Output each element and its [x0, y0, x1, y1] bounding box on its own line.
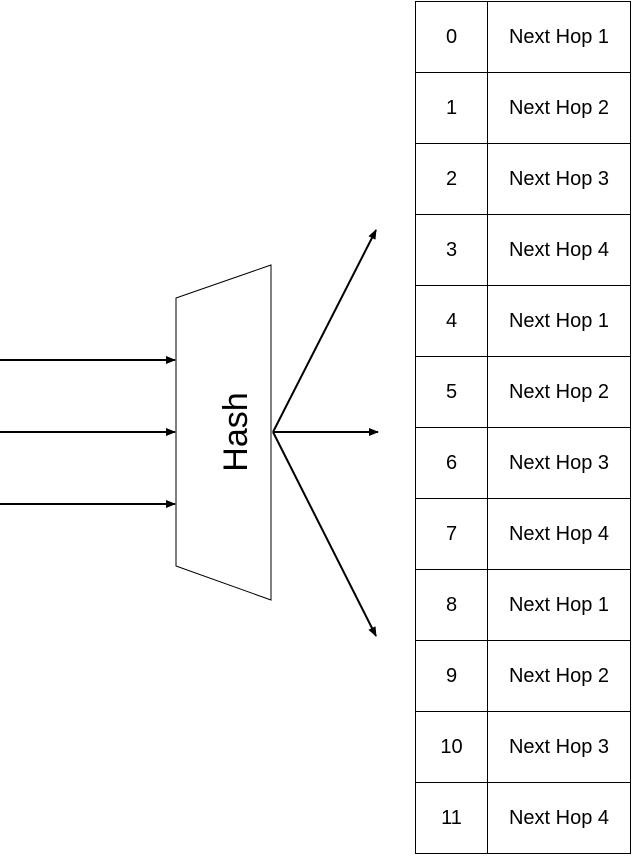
row-index: 2 — [415, 143, 488, 215]
row-index: 6 — [415, 427, 488, 499]
row-index: 10 — [415, 711, 488, 783]
row-index: 8 — [415, 569, 488, 641]
row-next-hop: Next Hop 2 — [487, 72, 631, 144]
output-arrow-down — [272, 431, 377, 637]
row-index: 9 — [415, 640, 488, 712]
row-next-hop: Next Hop 1 — [487, 1, 631, 73]
row-next-hop: Next Hop 1 — [487, 569, 631, 641]
row-index: 5 — [415, 356, 488, 428]
row-next-hop: Next Hop 1 — [487, 285, 631, 357]
row-index: 4 — [415, 285, 488, 357]
row-next-hop: Next Hop 3 — [487, 143, 631, 215]
row-next-hop: Next Hop 4 — [487, 214, 631, 286]
row-next-hop: Next Hop 4 — [487, 498, 631, 570]
hash-block — [175, 264, 272, 601]
hash-label: Hash — [217, 392, 255, 471]
row-index: 1 — [415, 72, 488, 144]
row-index: 3 — [415, 214, 488, 286]
row-index: 7 — [415, 498, 488, 570]
row-next-hop: Next Hop 3 — [487, 427, 631, 499]
row-next-hop: Next Hop 3 — [487, 711, 631, 783]
row-next-hop: Next Hop 2 — [487, 640, 631, 712]
output-arrow-up — [272, 229, 377, 433]
row-index: 11 — [415, 782, 488, 854]
row-next-hop: Next Hop 4 — [487, 782, 631, 854]
row-next-hop: Next Hop 2 — [487, 356, 631, 428]
row-index: 0 — [415, 1, 488, 73]
